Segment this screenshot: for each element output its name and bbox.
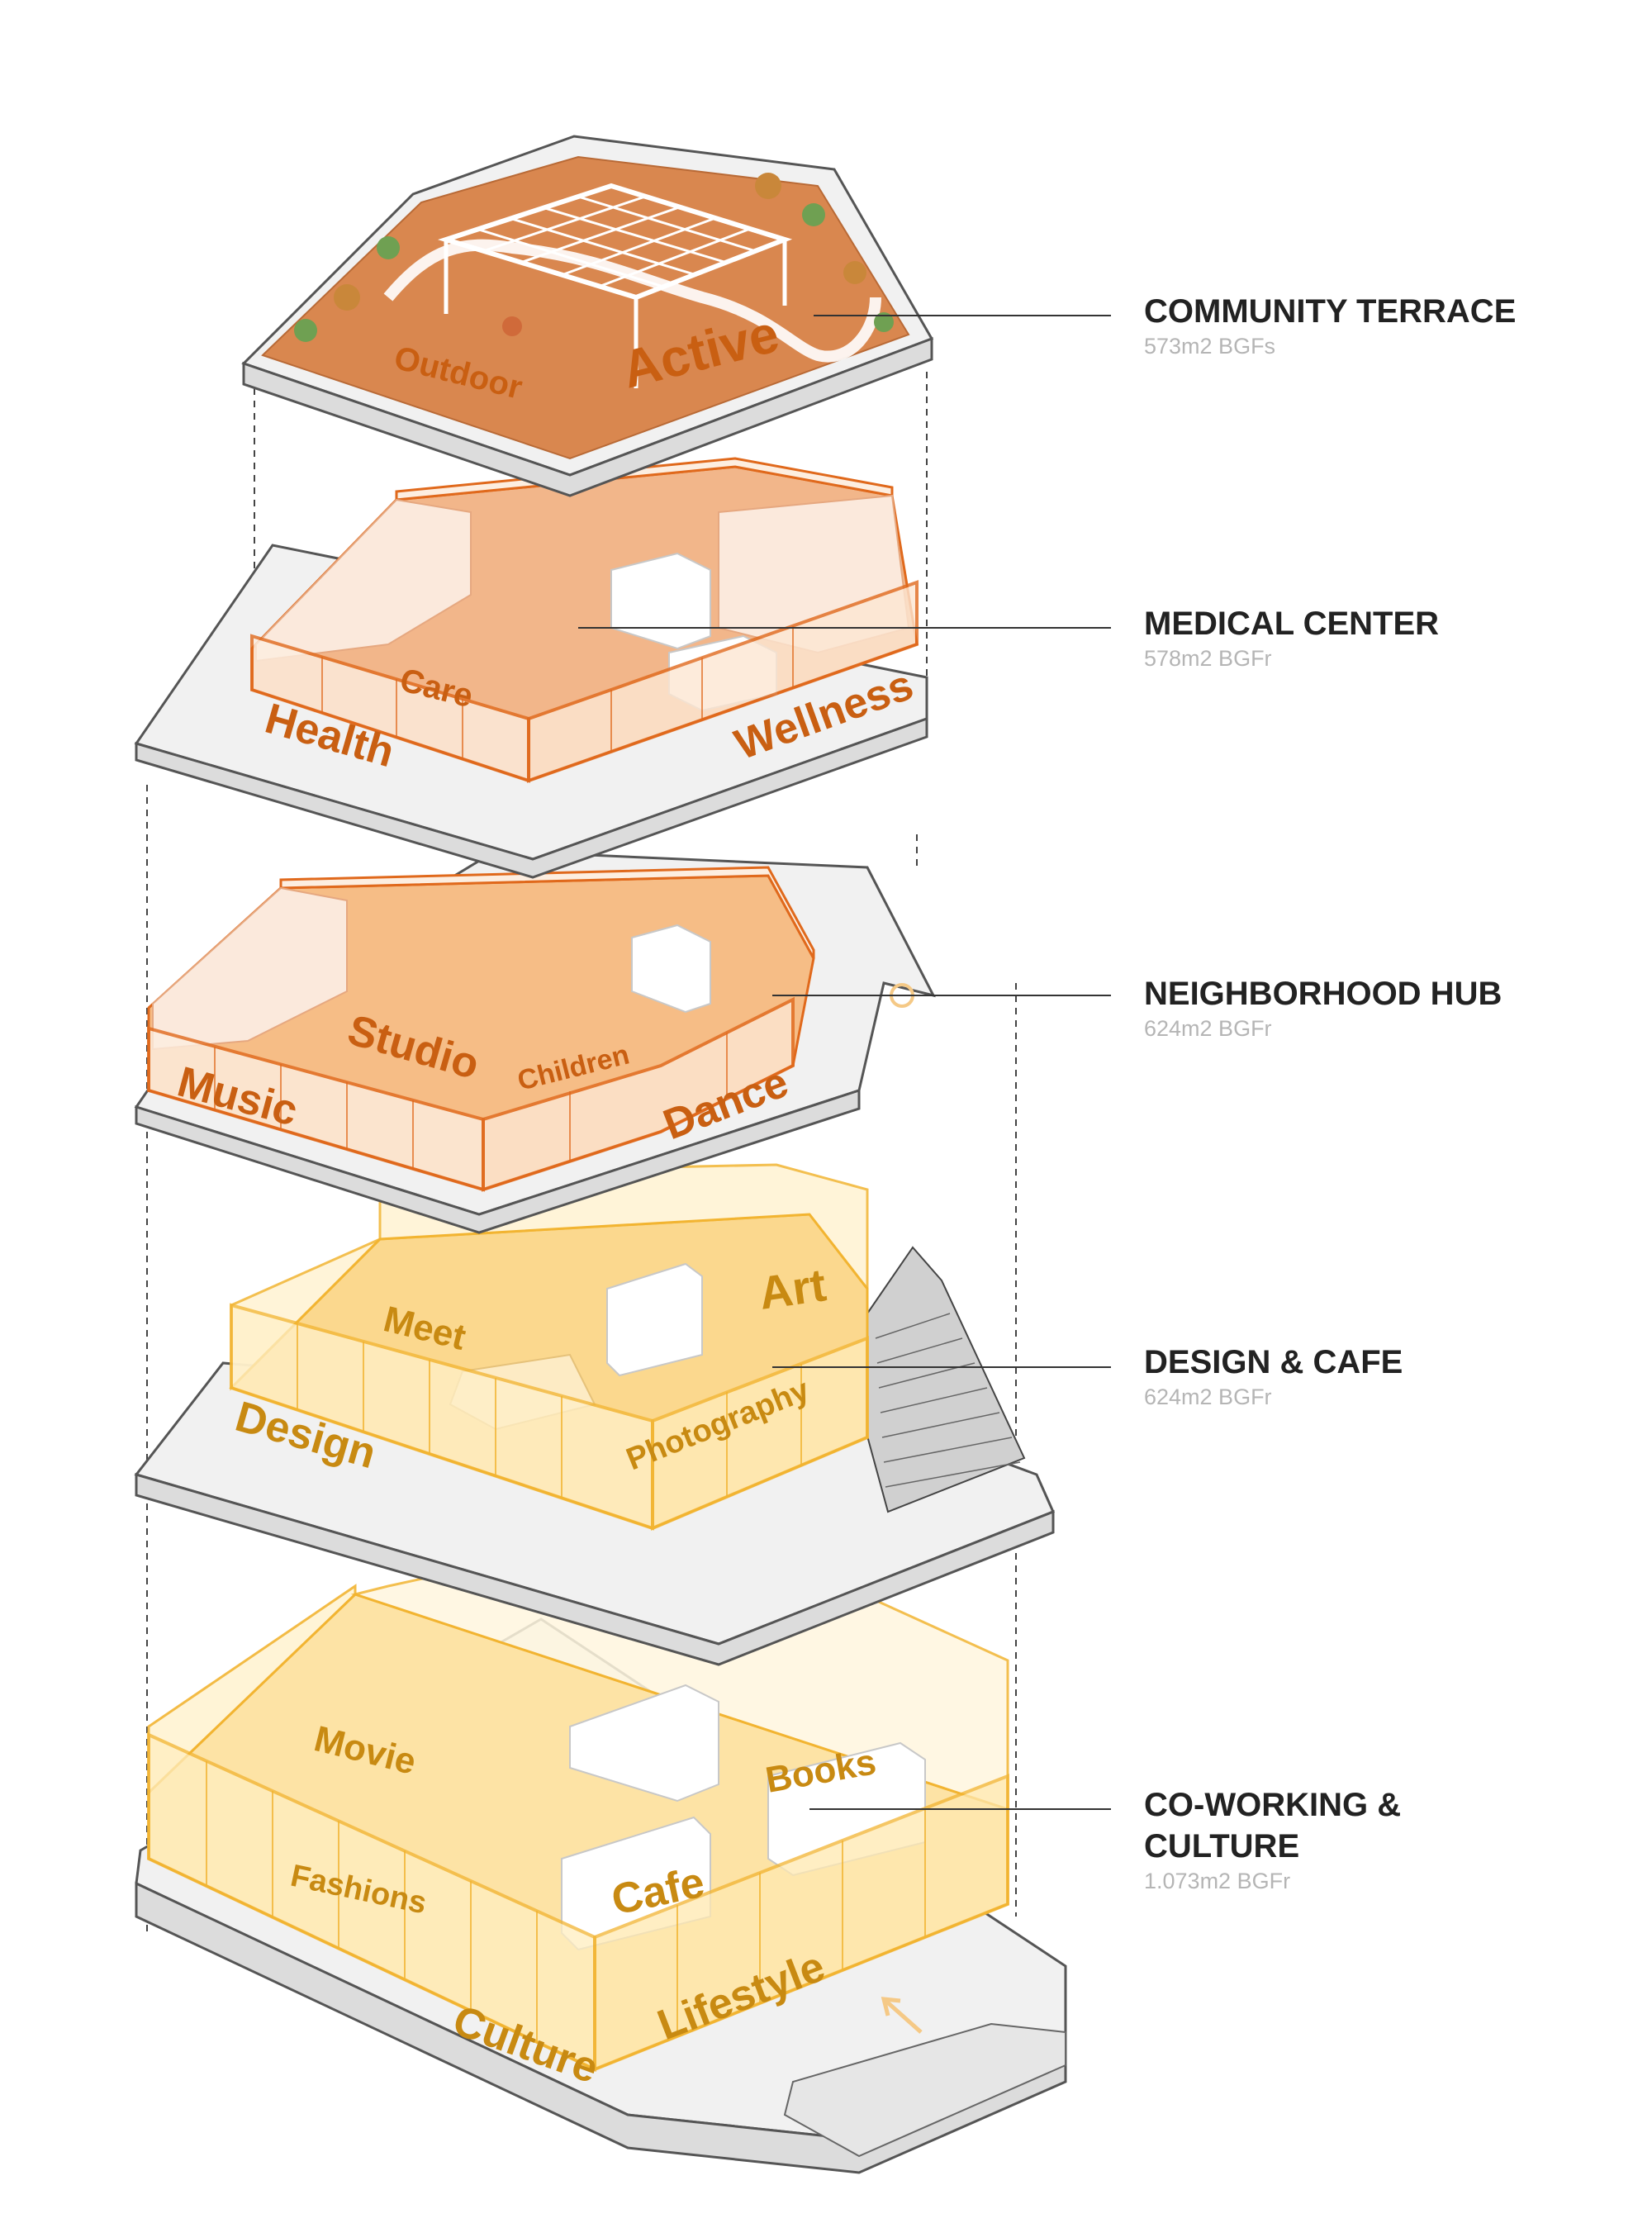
design-block-1 <box>606 1262 703 1377</box>
cowork-slab-edge <box>135 1881 1067 2174</box>
level-terrace: Outdoor Active <box>241 135 934 497</box>
design-back-wall <box>230 1163 869 1391</box>
cowork-entrance-arrow <box>881 1997 923 2034</box>
level-hub: Studio Children Music Dance <box>134 849 936 1234</box>
level-title-community-terrace: COMMUNITY TERRACE <box>1144 293 1517 330</box>
terrace-plants <box>294 173 894 342</box>
medical-front-wall-right <box>527 580 919 783</box>
level-area-neighborhood-hub: 624m2 BGFr <box>1144 1016 1272 1041</box>
cowork-front-wall-right <box>593 1774 1009 2072</box>
level-title-coworking-line-2: CULTURE <box>1144 1828 1300 1864</box>
medical-back-wall <box>250 457 894 650</box>
level-title-neighborhood-hub: NEIGHBORHOOD HUB <box>1144 976 1502 1012</box>
terrace-surface <box>261 155 910 460</box>
cowork-steps <box>783 2022 1066 2158</box>
hub-slab-edge <box>135 1088 861 1234</box>
zone-label-art: Art <box>756 1258 829 1319</box>
terrace-slab-edge <box>242 336 933 497</box>
level-area-design-cafe: 624m2 BGFr <box>1144 1385 1272 1409</box>
design-slab-edge <box>135 1473 1055 1666</box>
level-design: Meet Art Design Photography <box>134 1163 1056 1666</box>
level-area-medical-center: 578m2 BGFr <box>1144 646 1272 671</box>
level-title-medical-center: MEDICAL CENTER <box>1144 606 1440 642</box>
level-title-coworking-line-1: CO-WORKING & <box>1144 1787 1402 1823</box>
hub-block-1 <box>631 924 711 1014</box>
level-area-coworking-culture: 1.073m2 BGFr <box>1144 1869 1291 1893</box>
medical-slab-edge <box>135 716 928 879</box>
hub-front-wall-right <box>482 996 795 1192</box>
level-title-design-cafe: DESIGN & CAFE <box>1144 1344 1403 1380</box>
hub-back-wall <box>147 866 815 1009</box>
level-medical: Care Health Wellness <box>134 457 928 879</box>
level-area-community-terrace: 573m2 BGFs <box>1144 334 1276 359</box>
cowork-block-1 <box>569 1684 719 1803</box>
level-cowork: Movie Books Fashions Cafe Culture Lifest… <box>135 1543 1067 2174</box>
leader-lines <box>578 315 1111 1810</box>
design-front-wall-right <box>651 1336 869 1532</box>
